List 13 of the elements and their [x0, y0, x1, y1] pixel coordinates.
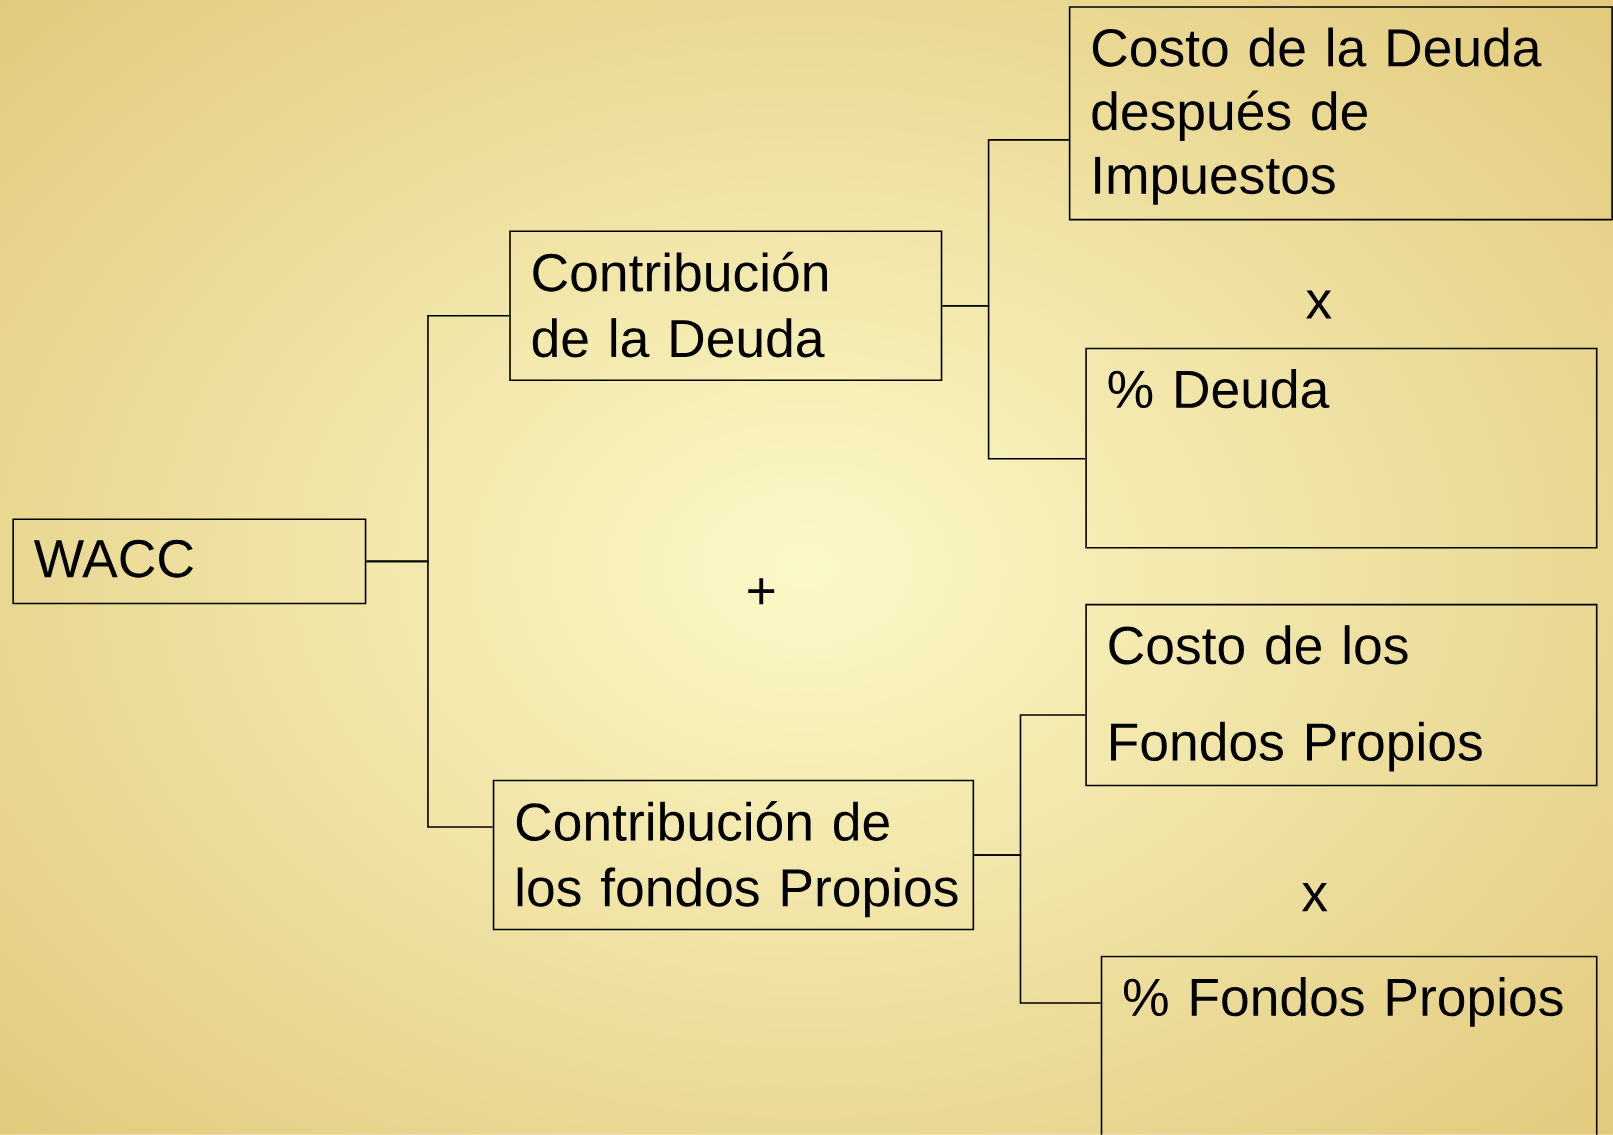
- operator-sign: x: [1301, 883, 1328, 912]
- operator-sign: x: [1306, 290, 1332, 319]
- operator-sign: +: [748, 578, 775, 605]
- connector-line: [365, 560, 494, 829]
- process-box: Costo de la Deuda después de Impuestos: [1068, 6, 1613, 221]
- process-box: Contribución de la Deuda: [509, 230, 943, 382]
- connector-line: [941, 305, 1087, 460]
- process-box: WACC: [12, 518, 367, 605]
- process-box: % Fondos Propios: [1100, 955, 1598, 1135]
- connector-line: [973, 854, 1102, 1004]
- process-box: Contribución de los fondos Propios: [492, 779, 975, 931]
- process-box: % Deuda: [1085, 347, 1598, 549]
- process-box: Costo de los Fondos Propios: [1085, 604, 1598, 787]
